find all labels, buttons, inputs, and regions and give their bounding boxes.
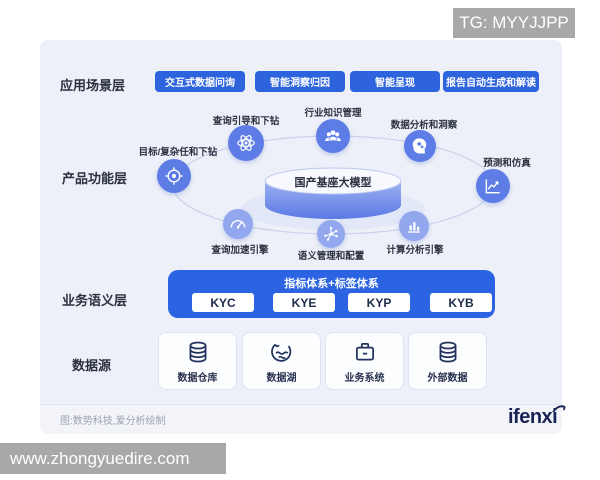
datasource-external[interactable]: 外部数据 <box>408 332 487 390</box>
node-label: 目标/复杂任和下钻 <box>138 147 218 158</box>
ifenxi-logo: ifenxi <box>508 406 558 428</box>
layer-label-datasource: 数据源 <box>72 358 112 373</box>
datasource-label: 业务系统 <box>344 372 385 384</box>
pill-kyc[interactable]: KYC <box>192 293 254 312</box>
pill-kyp[interactable]: KYP <box>348 293 410 312</box>
datasource-label: 数据仓库 <box>177 372 218 384</box>
website-watermark[interactable]: www.zhongyuedire.com <box>0 443 226 474</box>
node-query-guidance[interactable] <box>228 125 264 161</box>
compute-bars-icon <box>408 222 420 233</box>
node-query-acceleration[interactable] <box>223 209 253 239</box>
telegram-watermark: TG: MYYJJPP <box>453 8 575 38</box>
node-industry-knowledge[interactable] <box>316 119 350 153</box>
database-icon <box>189 341 206 362</box>
layer-label-semantic: 业务语义层 <box>62 293 128 308</box>
node-label: 查询引导和下钻 <box>212 116 280 127</box>
target-icon <box>165 167 183 185</box>
trend-chart-icon <box>485 179 500 194</box>
footer: 图:数势科技,爱分析绘制 ifenxi <box>40 404 566 434</box>
node-prediction-simulation[interactable] <box>476 169 510 203</box>
people-icon <box>325 130 341 141</box>
source-credit: 图:数势科技,爱分析绘制 <box>60 416 166 427</box>
pill-kye[interactable]: KYE <box>273 293 335 312</box>
layer-label-application: 应用场景层 <box>60 78 126 93</box>
network-icon <box>324 226 338 241</box>
node-label: 数据分析和洞察 <box>390 120 458 131</box>
datasource-business-system[interactable]: 业务系统 <box>325 332 404 390</box>
atom-icon <box>237 135 255 151</box>
app-button-insight-attribution[interactable]: 智能洞察归因 <box>255 71 345 92</box>
datasource-label: 数据湖 <box>266 372 297 384</box>
node-data-insight[interactable] <box>404 130 436 162</box>
semantic-system-box: 指标体系+标签体系 KYC KYE KYP KYB <box>168 270 495 318</box>
database-icon <box>439 341 456 362</box>
node-label: 计算分析引擎 <box>386 245 444 256</box>
node-semantic-management[interactable] <box>317 220 345 248</box>
layer-label-product: 产品功能层 <box>62 171 128 186</box>
speedometer-icon <box>230 219 246 229</box>
node-label: 语义管理和配置 <box>297 251 365 262</box>
node-label: 查询加速引擎 <box>211 245 269 256</box>
app-button-report-generation[interactable]: 报告自动生成和解读 <box>443 71 539 92</box>
app-button-interactive-query[interactable]: 交互式数据问询 <box>155 71 245 92</box>
center-model-label: 国产基座大模型 <box>294 177 372 189</box>
node-label: 预测和仿真 <box>483 158 531 169</box>
app-button-smart-presentation[interactable]: 智能呈现 <box>350 71 440 92</box>
datasource-warehouse[interactable]: 数据仓库 <box>158 332 237 390</box>
datasource-lake[interactable]: 数据湖 <box>242 332 321 390</box>
semantic-system-title: 指标体系+标签体系 <box>284 278 379 290</box>
node-compute-engine[interactable] <box>399 211 429 241</box>
ifenxi-arrow-icon <box>552 405 566 413</box>
mind-icon <box>412 138 427 154</box>
lake-icon <box>270 343 291 362</box>
node-label: 行业知识管理 <box>304 108 362 119</box>
briefcase-icon <box>355 342 374 360</box>
node-goal-drilldown[interactable] <box>157 159 191 193</box>
pill-kyb[interactable]: KYB <box>430 293 492 312</box>
datasource-label: 外部数据 <box>427 372 468 384</box>
